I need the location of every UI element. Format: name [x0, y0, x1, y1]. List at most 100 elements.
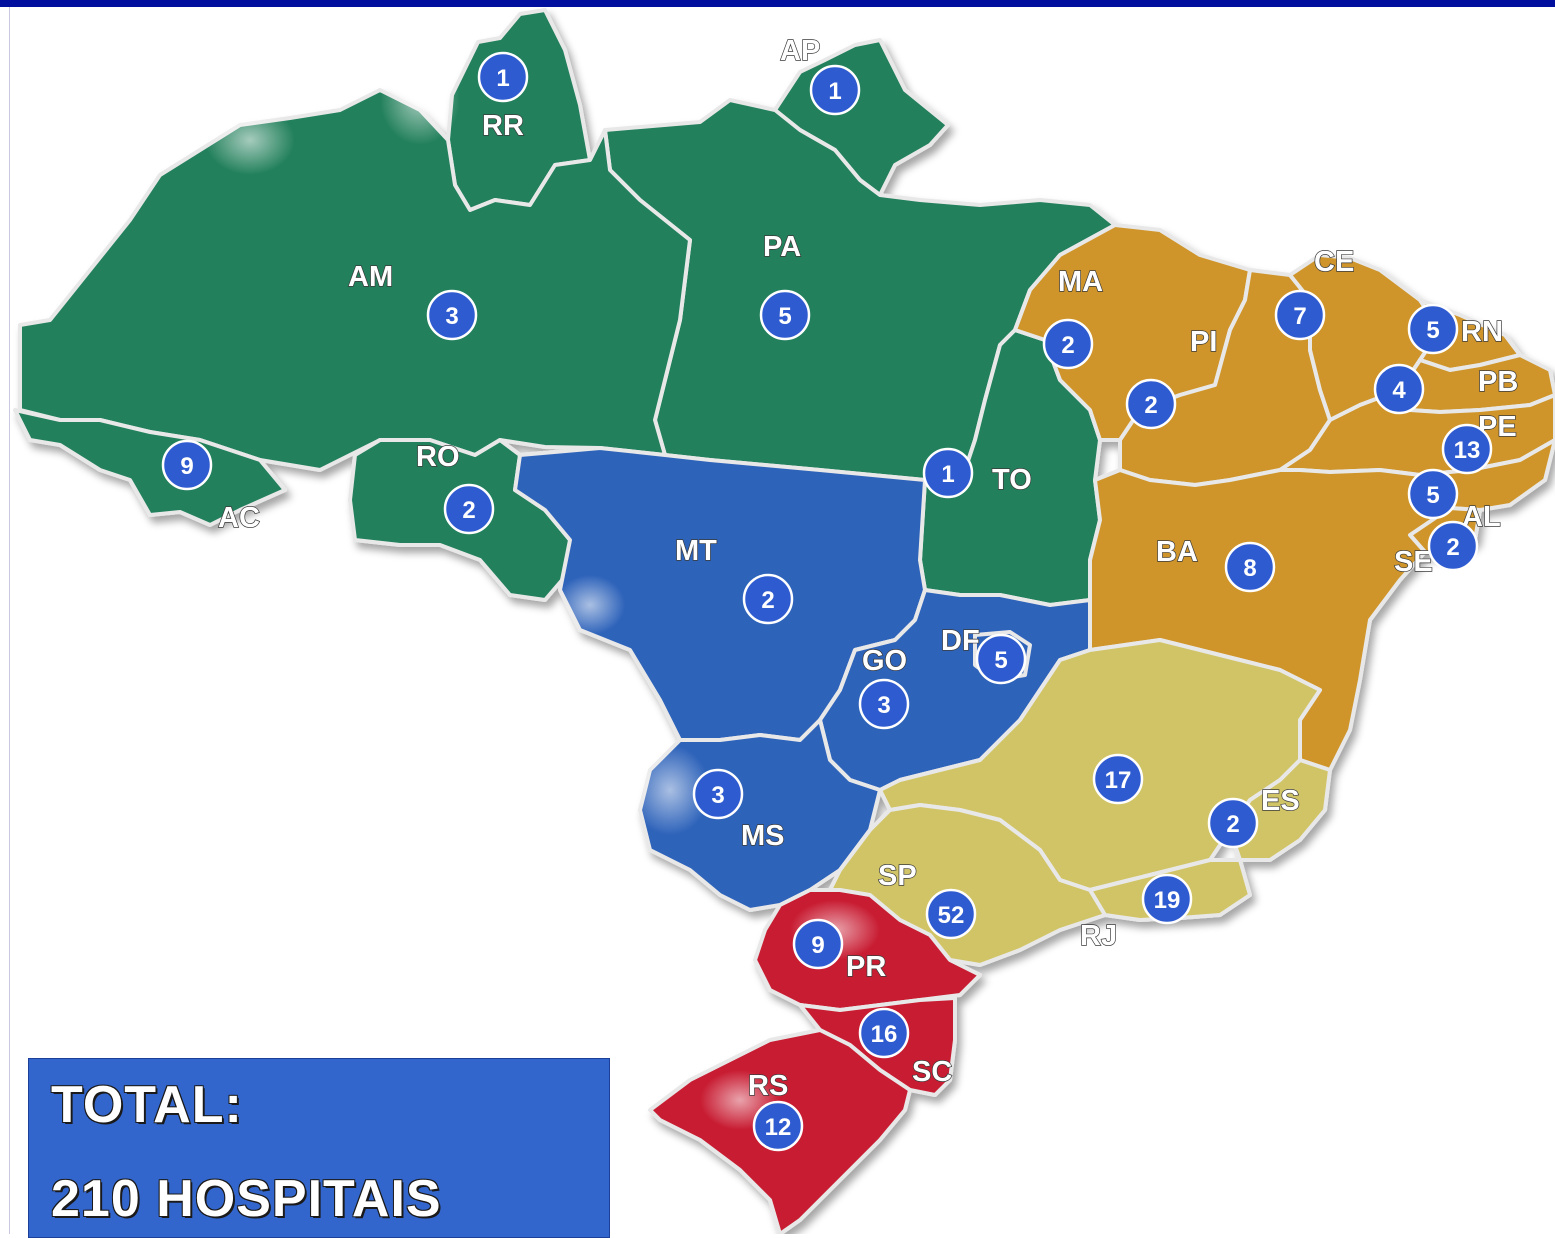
state-label-rj: RJ — [1080, 920, 1117, 952]
state-label-to: TO — [992, 464, 1032, 496]
badge-count-al: 5 — [1426, 482, 1439, 509]
badge-am: 3 — [426, 289, 478, 341]
badge-circle-rr — [477, 51, 529, 103]
badge-ap: 1 — [809, 64, 861, 116]
state-label-ms: MS — [741, 820, 785, 852]
state-label-ap: AP — [780, 35, 820, 67]
badge-count-pr: 9 — [811, 932, 824, 959]
badge-count-ap: 1 — [828, 78, 841, 105]
badge-count-go: 3 — [877, 692, 890, 719]
state-shape-ac — [13, 408, 287, 527]
state-label-sc: SC — [912, 1056, 952, 1088]
state-label-df: DF — [941, 625, 980, 657]
state-label-se: SE — [1394, 546, 1433, 578]
badge-pr: 9 — [792, 918, 844, 970]
state-label-sp: SP — [878, 860, 917, 892]
badge-count-ba: 8 — [1243, 555, 1256, 582]
badge-circle-al — [1407, 468, 1459, 520]
badge-circle-pr — [792, 918, 844, 970]
total-value: 210 HOSPITAIS — [51, 1170, 442, 1228]
badge-circle-sc — [858, 1007, 910, 1059]
badge-rj: 19 — [1141, 873, 1193, 925]
badge-count-pa: 5 — [778, 303, 791, 330]
badge-count-ac: 9 — [180, 453, 193, 480]
state-label-ac: AC — [218, 502, 260, 534]
badge-circle-df — [975, 633, 1027, 685]
badge-count-ce: 7 — [1293, 303, 1306, 330]
badge-circle-ac — [161, 439, 213, 491]
badge-ma: 2 — [1042, 318, 1094, 370]
badge-sp: 52 — [925, 888, 977, 940]
badge-pb: 4 — [1373, 363, 1425, 415]
badge-count-am: 3 — [445, 303, 458, 330]
badge-circle-mg — [1092, 753, 1144, 805]
badge-circle-ms — [692, 768, 744, 820]
badge-count-rr: 1 — [496, 65, 509, 92]
badge-circle-rj — [1141, 873, 1193, 925]
badge-count-sc: 16 — [871, 1021, 898, 1048]
badge-al: 5 — [1407, 468, 1459, 520]
badge-count-ms: 3 — [711, 782, 724, 809]
left-border — [9, 7, 10, 1234]
badge-rr: 1 — [477, 51, 529, 103]
badge-count-es: 2 — [1226, 811, 1239, 838]
badge-count-sp: 52 — [938, 902, 965, 929]
badge-to: 1 — [922, 447, 974, 499]
total-label: TOTAL: — [51, 1076, 243, 1134]
badge-df: 5 — [975, 633, 1027, 685]
badge-ro: 2 — [443, 483, 495, 535]
badge-rs: 12 — [752, 1100, 804, 1152]
badge-ce: 7 — [1274, 289, 1326, 341]
badge-pa: 5 — [759, 289, 811, 341]
state-label-ma: MA — [1058, 266, 1103, 298]
badge-count-df: 5 — [994, 647, 1007, 674]
badge-circle-es — [1207, 797, 1259, 849]
badge-circle-pi — [1125, 378, 1177, 430]
badge-count-mg: 17 — [1105, 767, 1132, 794]
badge-es: 2 — [1207, 797, 1259, 849]
badge-circle-ma — [1042, 318, 1094, 370]
state-label-rn: RN — [1461, 316, 1503, 348]
badge-ms: 3 — [692, 768, 744, 820]
header-bar — [0, 0, 1555, 7]
total-summary-box: TOTAL: 210 HOSPITAIS — [28, 1058, 610, 1238]
badge-circle-ro — [443, 483, 495, 535]
badge-count-mt: 2 — [761, 587, 774, 614]
badge-rn: 5 — [1407, 303, 1459, 355]
state-label-pb: PB — [1478, 366, 1518, 398]
state-label-mt: MT — [675, 535, 717, 567]
badge-count-to: 1 — [941, 461, 954, 488]
badge-mt: 2 — [742, 573, 794, 625]
badge-count-rj: 19 — [1154, 887, 1181, 914]
badge-mg: 17 — [1092, 753, 1144, 805]
badge-count-ma: 2 — [1061, 332, 1074, 359]
badge-circle-to — [922, 447, 974, 499]
badge-count-ro: 2 — [462, 497, 475, 524]
badge-ac: 9 — [161, 439, 213, 491]
badge-circle-mt — [742, 573, 794, 625]
badge-count-pe: 13 — [1454, 437, 1481, 464]
state-label-ba: BA — [1156, 536, 1198, 568]
badge-circle-ba — [1224, 541, 1276, 593]
badge-count-rn: 5 — [1426, 317, 1439, 344]
state-label-pr: PR — [846, 951, 886, 983]
state-label-rr: RR — [482, 110, 524, 142]
state-label-pi: PI — [1190, 326, 1217, 358]
badge-count-rs: 12 — [765, 1114, 792, 1141]
badge-circle-am — [426, 289, 478, 341]
badge-circle-sp — [925, 888, 977, 940]
badge-circle-se — [1427, 520, 1479, 572]
state-label-ce: CE — [1314, 246, 1354, 278]
badge-circle-rn — [1407, 303, 1459, 355]
badge-circle-ap — [809, 64, 861, 116]
badge-pi: 2 — [1125, 378, 1177, 430]
badge-pe: 13 — [1441, 423, 1493, 475]
badge-circle-pa — [759, 289, 811, 341]
badge-circle-ce — [1274, 289, 1326, 341]
badge-sc: 16 — [858, 1007, 910, 1059]
badge-ba: 8 — [1224, 541, 1276, 593]
badge-count-se: 2 — [1446, 534, 1459, 561]
state-label-pa: PA — [763, 231, 801, 263]
